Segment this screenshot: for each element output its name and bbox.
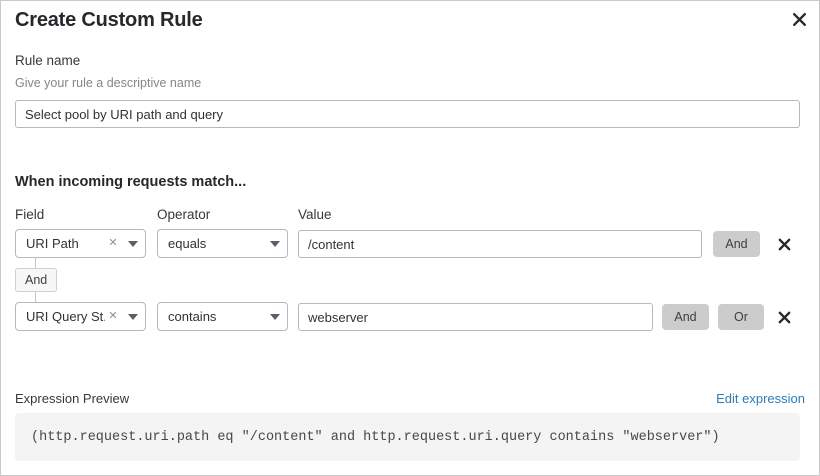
chevron-down-icon[interactable]: [121, 240, 145, 247]
column-header-operator: Operator: [157, 207, 211, 222]
and-button-row-2[interactable]: And: [662, 304, 709, 330]
delete-condition-row-1[interactable]: [774, 233, 794, 255]
and-button-row-1[interactable]: And: [713, 231, 760, 257]
close-icon-glyph: [778, 311, 790, 323]
expression-preview-text: (http.request.uri.path eq "/content" and…: [31, 429, 720, 445]
expression-preview-box: (http.request.uri.path eq "/content" and…: [15, 413, 800, 461]
column-header-value: Value: [298, 207, 332, 222]
close-icon-glyph: [778, 238, 790, 250]
operator-select-row-2-value: contains: [168, 309, 217, 324]
conditions-heading: When incoming requests match...: [15, 174, 247, 190]
or-button-row-2[interactable]: Or: [718, 304, 764, 330]
connector-and-badge[interactable]: And: [15, 268, 58, 292]
chevron-down-icon[interactable]: [263, 313, 287, 320]
delete-condition-row-2[interactable]: [774, 306, 794, 328]
close-icon-glyph: [792, 12, 806, 26]
value-input-row-1[interactable]: [298, 230, 702, 258]
condition-connector: And: [15, 257, 135, 303]
rule-name-input[interactable]: [15, 100, 800, 128]
expression-preview-label: Expression Preview: [15, 391, 130, 406]
close-icon[interactable]: [788, 8, 810, 30]
value-input-row-2[interactable]: [298, 303, 653, 331]
operator-select-row-1[interactable]: equals: [157, 229, 288, 258]
chevron-down-icon[interactable]: [263, 240, 287, 247]
edit-expression-link[interactable]: Edit expression: [716, 391, 805, 406]
operator-select-row-1-value: equals: [168, 236, 207, 251]
dialog-title: Create Custom Rule: [15, 9, 203, 31]
rule-name-help-text: Give your rule a descriptive name: [15, 76, 202, 90]
field-select-row-2[interactable]: URI Query St... ✕: [15, 302, 146, 331]
rule-name-label: Rule name: [15, 53, 81, 68]
clear-icon[interactable]: ✕: [108, 310, 118, 322]
column-header-field: Field: [15, 207, 45, 222]
operator-select-row-2[interactable]: contains: [157, 302, 288, 331]
field-select-row-1-value: URI Path: [26, 236, 79, 251]
field-select-row-1[interactable]: URI Path ✕: [15, 229, 146, 258]
field-select-row-2-value: URI Query St...: [26, 309, 105, 324]
chevron-down-icon[interactable]: [121, 313, 145, 320]
clear-icon[interactable]: ✕: [108, 237, 118, 249]
